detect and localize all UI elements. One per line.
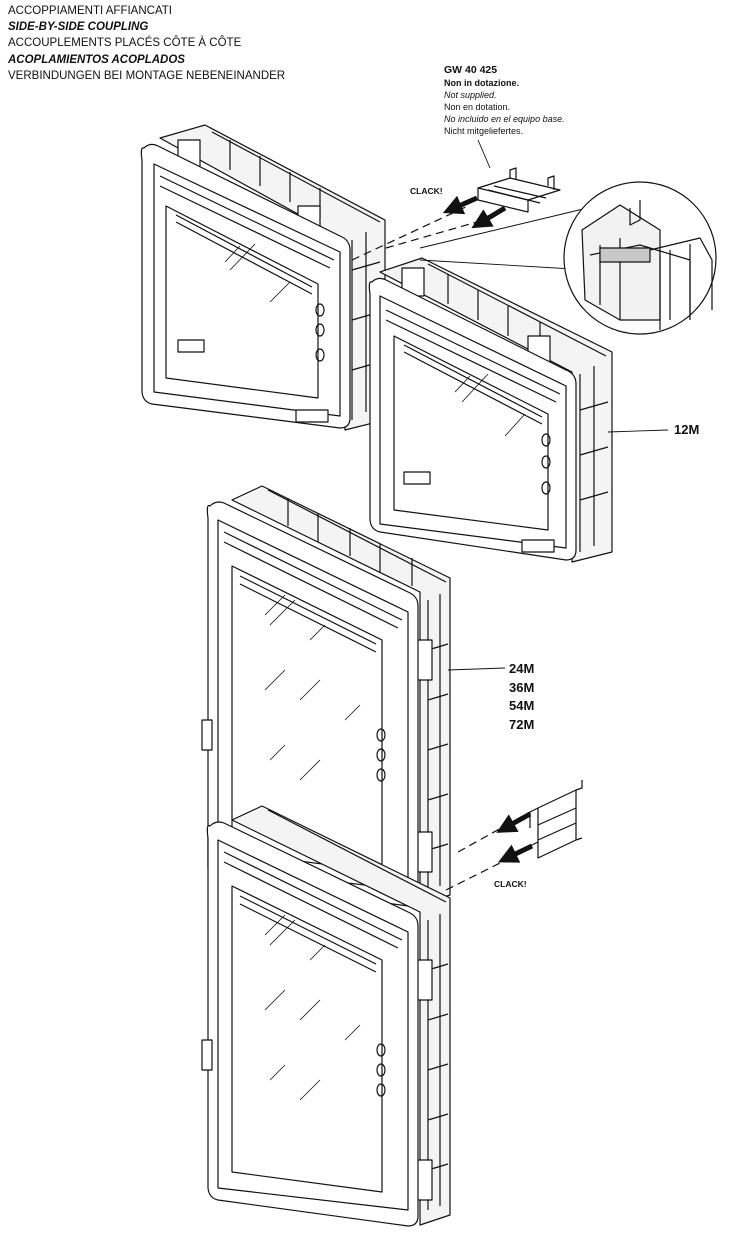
size-label-54m: 54M bbox=[509, 698, 535, 713]
enclosure-large-top bbox=[201, 485, 451, 907]
clack-label-bottom: CLACK! bbox=[494, 879, 527, 889]
size-label-list: 24M 36M 54M 72M bbox=[509, 660, 534, 734]
coupling-clip-bottom bbox=[529, 780, 583, 859]
enclosure-12m-right bbox=[368, 257, 613, 563]
note-en: Not supplied. bbox=[444, 90, 497, 100]
title-de: VERBINDUNGEN BEI MONTAGE NEBENEINANDER bbox=[8, 69, 286, 82]
enclosure-12m-left bbox=[140, 124, 386, 431]
note-it: Non in dotazione. bbox=[444, 78, 519, 88]
accessory-note: GW 40 425 Non in dotazione. Not supplied… bbox=[444, 63, 565, 137]
enclosure-large-bottom bbox=[201, 805, 451, 1227]
title-en: SIDE-BY-SIDE COUPLING bbox=[8, 21, 149, 34]
size-label-24m: 24M bbox=[509, 661, 535, 676]
title-it: ACCOPPIAMENTI AFFIANCATI bbox=[8, 5, 172, 17]
note-es: No incluido en el equipo base. bbox=[444, 114, 565, 124]
note-fr: Non en dotation. bbox=[444, 102, 511, 112]
title-fr: ACCOUPLEMENTS PLACÉS CÔTE À CÔTE bbox=[8, 37, 242, 50]
title-es: ACOPLAMIENTOS ACOPLADOS bbox=[8, 53, 185, 66]
size-label-12m: 12M bbox=[674, 422, 700, 437]
clack-label-top: CLACK! bbox=[410, 186, 443, 196]
size-label-72m: 72M bbox=[509, 716, 535, 732]
detail-magnifier bbox=[563, 181, 717, 335]
coupling-clip-top bbox=[477, 167, 561, 213]
title-block: ACCOPPIAMENTI AFFIANCATI SIDE-BY-SIDE CO… bbox=[8, 3, 285, 84]
size-label-36m: 36M bbox=[509, 679, 535, 695]
accessory-code: GW 40 425 bbox=[444, 64, 498, 76]
note-de: Nicht mitgeliefertes. bbox=[444, 126, 524, 136]
